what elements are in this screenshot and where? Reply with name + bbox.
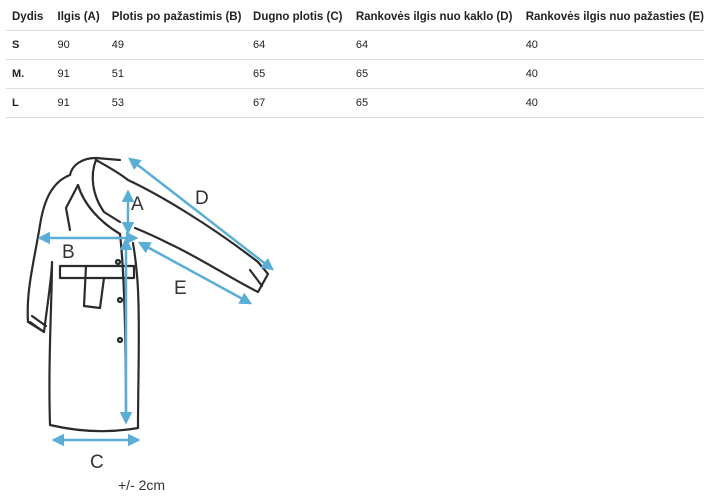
tolerance-note: +/- 2cm: [118, 477, 166, 493]
label-d: D: [195, 188, 209, 209]
coat-illustration: A B C D E: [26, 156, 274, 473]
table-row: M. 91 51 65 65 40: [6, 59, 704, 89]
cell-bottom-width-c: 67: [247, 88, 350, 118]
label-a: A: [131, 194, 144, 215]
cell-width-b: 49: [105, 30, 248, 60]
cell-bottom-width-c: 65: [247, 59, 350, 89]
label-e: E: [174, 278, 187, 299]
cell-size: L: [6, 88, 52, 118]
header-sleeve-neck-d: Rankovės ilgis nuo kaklo (D): [349, 4, 520, 31]
cell-sleeve-neck-d: 65: [349, 59, 520, 89]
table-row: L 91 53 67 65 40: [6, 88, 704, 118]
cell-sleeve-armpit-e: 40: [519, 59, 704, 89]
cell-sleeve-neck-d: 65: [349, 88, 520, 118]
header-sleeve-armpit-e: Rankovės ilgis nuo pažasties (E): [519, 4, 704, 31]
cell-sleeve-armpit-e: 40: [519, 30, 704, 60]
cell-size: M.: [6, 59, 52, 89]
cell-width-b: 53: [105, 88, 248, 118]
cell-length-a: 91: [51, 59, 106, 89]
arrow-e: [137, 241, 253, 305]
cell-length-a: 91: [51, 88, 106, 118]
header-width-b: Plotis po pažastimis (B): [105, 4, 248, 31]
measurement-arrows: [37, 157, 274, 447]
measurement-diagram: A B C D E +/- 2cm: [0, 148, 704, 499]
cell-length-a: 90: [51, 30, 106, 60]
cell-bottom-width-c: 64: [247, 30, 350, 60]
cell-width-b: 51: [105, 59, 248, 89]
label-c: C: [90, 452, 104, 473]
header-size: Dydis: [6, 4, 52, 31]
header-bottom-width-c: Dugno plotis (C): [247, 4, 350, 31]
size-chart-table: Dydis Ilgis (A) Plotis po pažastimis (B)…: [6, 4, 704, 118]
table-row: S 90 49 64 64 40: [6, 30, 704, 60]
arrow-d: [128, 157, 274, 271]
label-b: B: [62, 242, 75, 263]
table-header-row: Dydis Ilgis (A) Plotis po pažastimis (B)…: [6, 4, 704, 31]
cell-sleeve-neck-d: 64: [349, 30, 520, 60]
header-length-a: Ilgis (A): [51, 4, 106, 31]
cell-sleeve-armpit-e: 40: [519, 88, 704, 118]
cell-size: S: [6, 30, 52, 60]
